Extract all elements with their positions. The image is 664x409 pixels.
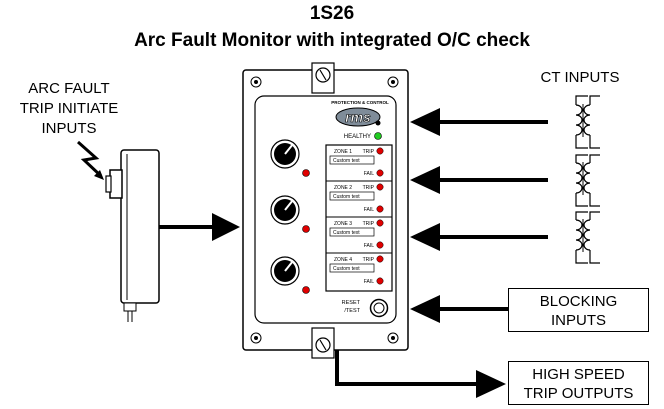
- zone-1-custom-text: Custom text: [333, 158, 360, 164]
- ct-input-arrow-3: [410, 223, 548, 251]
- arc-inputs-label-1: ARC FAULT: [28, 80, 110, 97]
- blocking-label-2: INPUTS: [550, 312, 606, 329]
- reset-label-1: RESET: [342, 300, 361, 306]
- zone-3-fail-led: [376, 241, 384, 249]
- blocking-inputs-box: BLOCKING INPUTS: [508, 288, 649, 332]
- arc-input-arrow: [159, 213, 240, 241]
- rms-logo: PROTECTION & CONTROL rms: [331, 100, 389, 127]
- knob-2-led: [302, 225, 310, 233]
- arc-inputs-label-2: TRIP INITIATE: [19, 100, 119, 117]
- setting-knob-3[interactable]: [270, 256, 300, 286]
- zone-1-name: ZONE 1: [334, 149, 352, 155]
- zone-4-name: ZONE 4: [334, 257, 352, 263]
- zone-4-fail-led: [376, 277, 384, 285]
- zone-2-custom-text: Custom text: [333, 194, 360, 200]
- zone-3-custom-text: Custom text: [333, 230, 360, 236]
- zone-1-trip-label: TRIP: [363, 149, 375, 155]
- knob-3-led: [302, 286, 310, 294]
- zone-4-custom-text: Custom text: [333, 266, 360, 272]
- current-transformer-icon-2: [575, 154, 600, 207]
- zone-2-fail-led: [376, 205, 384, 213]
- zone-4-trip-label: TRIP: [363, 257, 375, 263]
- zone-3-trip-label: TRIP: [363, 221, 375, 227]
- zones-panel: ZONE 1 TRIP Custom text FAIL ZONE 2 TRIP…: [325, 144, 393, 292]
- healthy-led: [374, 132, 382, 140]
- reset-test-button[interactable]: [369, 298, 389, 318]
- ct-input-arrow-1: [410, 108, 548, 136]
- outputs-label-1: HIGH SPEED: [532, 366, 625, 383]
- setting-knob-2[interactable]: [270, 195, 300, 225]
- ct-inputs-label: CT INPUTS: [540, 69, 620, 86]
- zone-2-fail-label: FAIL: [364, 207, 375, 213]
- healthy-label: HEALTHY: [344, 134, 371, 140]
- arc-inputs-label-3: INPUTS: [41, 120, 97, 137]
- outputs-label-2: TRIP OUTPUTS: [523, 385, 634, 402]
- zone-3-name: ZONE 3: [334, 221, 352, 227]
- knob-1-led: [302, 169, 310, 177]
- arc-sensor: [105, 149, 160, 322]
- zone-1-trip-led: [376, 147, 384, 155]
- zone-3-fail-label: FAIL: [364, 243, 375, 249]
- zone-2-name: ZONE 2: [334, 185, 352, 191]
- current-transformer-icon-3: [575, 211, 600, 264]
- logo-text: rms: [345, 109, 371, 125]
- blocking-input-arrow: [410, 295, 508, 323]
- zone-1-fail-label: FAIL: [364, 171, 375, 177]
- zone-1-fail-led: [376, 169, 384, 177]
- reset-label-2: /TEST: [344, 308, 360, 314]
- trip-output-arrow: [335, 350, 506, 398]
- logo-banner: PROTECTION & CONTROL: [331, 100, 389, 105]
- zone-4: ZONE 4 TRIP Custom text FAIL: [329, 255, 384, 285]
- zone-1: ZONE 1 TRIP Custom text FAIL: [329, 147, 384, 177]
- lightning-bolt-icon: [77, 140, 104, 180]
- trip-outputs-box: HIGH SPEED TRIP OUTPUTS: [508, 361, 649, 405]
- zone-4-trip-led: [376, 255, 384, 263]
- setting-knob-1[interactable]: [270, 139, 300, 169]
- zone-2: ZONE 2 TRIP Custom text FAIL: [329, 183, 384, 213]
- zone-3: ZONE 3 TRIP Custom text FAIL: [329, 219, 384, 249]
- zone-3-trip-led: [376, 219, 384, 227]
- diagram-title: 1S26: [309, 3, 355, 24]
- zone-2-trip-led: [376, 183, 384, 191]
- ct-input-arrow-2: [410, 166, 548, 194]
- zone-4-fail-label: FAIL: [364, 279, 375, 285]
- diagram-subtitle: Arc Fault Monitor with integrated O/C ch…: [134, 30, 530, 51]
- blocking-label-1: BLOCKING: [539, 293, 618, 310]
- current-transformer-icon-1: [575, 95, 600, 149]
- zone-2-trip-label: TRIP: [363, 185, 375, 191]
